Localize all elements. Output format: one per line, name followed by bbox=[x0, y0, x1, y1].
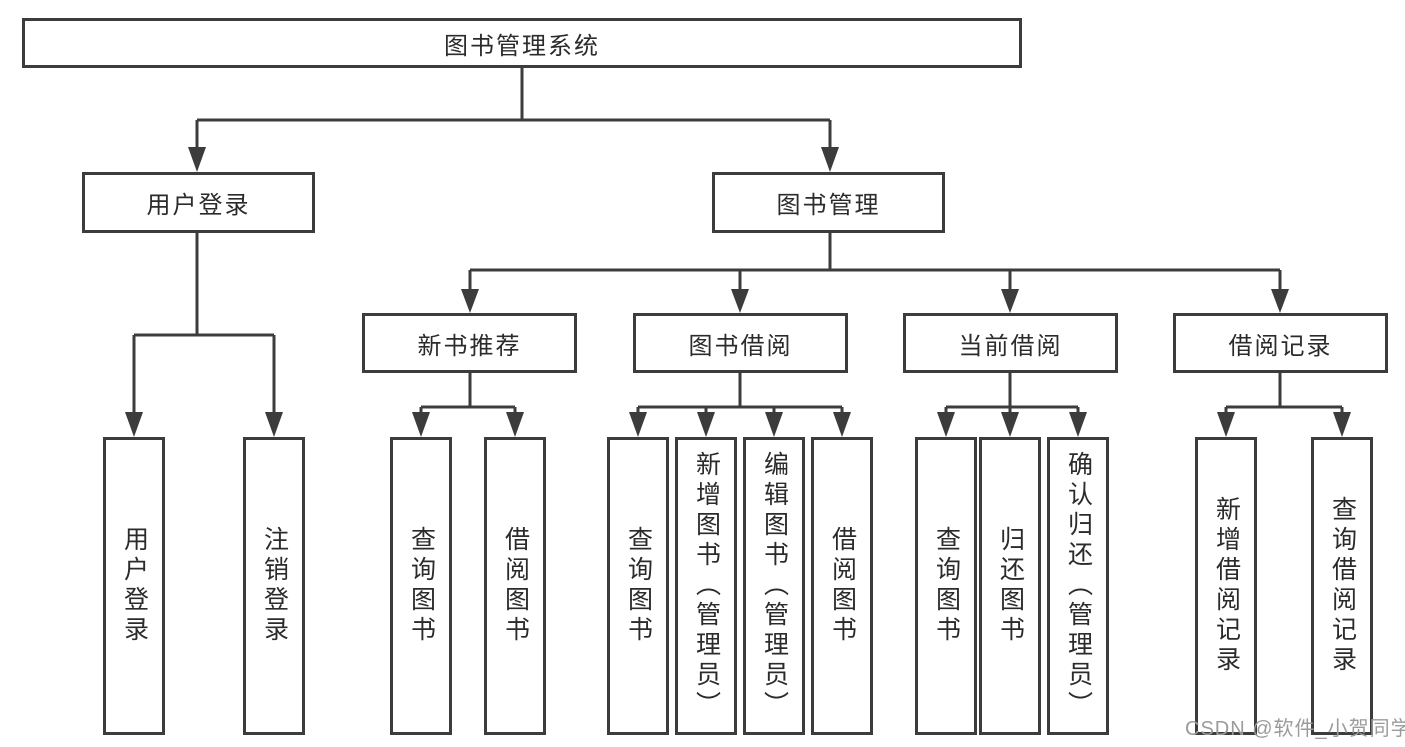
node-label: 图书管理 bbox=[776, 192, 881, 219]
current-borrow-connector bbox=[937, 373, 1087, 437]
leaf-label: 确认归还（管理员） bbox=[1064, 451, 1093, 721]
node-new-book-recommend: 新书推荐 bbox=[362, 313, 577, 373]
node-label: 借阅记录 bbox=[1228, 332, 1333, 360]
node-user-login: 用户登录 bbox=[82, 172, 315, 233]
borrow-record-connector bbox=[1217, 373, 1351, 437]
leaf-label: 查询图书 bbox=[407, 526, 436, 646]
leaf-label: 用户登录 bbox=[120, 526, 149, 646]
node-label: 新书推荐 bbox=[417, 332, 522, 360]
leaf-borrow-book-recommend: 借阅图书 bbox=[484, 437, 546, 735]
user-login-connector bbox=[125, 233, 283, 437]
leaf-label: 查询图书 bbox=[932, 526, 961, 646]
leaf-add-borrow-record: 新增借阅记录 bbox=[1195, 437, 1257, 735]
leaf-label: 新增借阅记录 bbox=[1212, 496, 1241, 676]
node-label: 用户登录 bbox=[146, 192, 251, 219]
leaf-query-book-current: 查询图书 bbox=[915, 437, 977, 735]
leaf-logout-login: 注销登录 bbox=[243, 437, 305, 735]
leaf-borrow-book: 借阅图书 bbox=[811, 437, 873, 735]
node-book-borrow: 图书借阅 bbox=[633, 313, 848, 373]
leaf-confirm-return-admin: 确认归还（管理员） bbox=[1047, 437, 1109, 735]
leaf-query-book-recommend: 查询图书 bbox=[390, 437, 452, 735]
leaf-query-book-borrow: 查询图书 bbox=[607, 437, 669, 735]
node-book-management: 图书管理 bbox=[712, 172, 945, 233]
leaf-label: 借阅图书 bbox=[828, 526, 857, 646]
node-book-management-system: 图书管理系统 bbox=[22, 18, 1022, 68]
node-current-borrow: 当前借阅 bbox=[903, 313, 1118, 373]
csdn-watermark: CSDN @软件_小贺同学 bbox=[1185, 718, 1405, 740]
leaf-edit-book-admin: 编辑图书（管理员） bbox=[743, 437, 805, 735]
leaf-label: 借阅图书 bbox=[501, 526, 530, 646]
leaf-user-login: 用户登录 bbox=[103, 437, 165, 735]
node-label: 图书管理系统 bbox=[444, 32, 600, 60]
node-borrow-record: 借阅记录 bbox=[1173, 313, 1388, 373]
leaf-label: 新增图书（管理员） bbox=[692, 451, 721, 721]
node-label: 图书借阅 bbox=[688, 332, 793, 360]
book-management-connector bbox=[461, 233, 1289, 313]
node-label: 当前借阅 bbox=[958, 332, 1063, 360]
leaf-label: 查询借阅记录 bbox=[1328, 496, 1357, 676]
leaf-return-book: 归还图书 bbox=[979, 437, 1041, 735]
leaf-query-borrow-record: 查询借阅记录 bbox=[1311, 437, 1373, 735]
new-book-recommend-connector bbox=[412, 373, 524, 437]
root-connector bbox=[188, 68, 839, 172]
book-borrow-connector bbox=[629, 373, 851, 437]
leaf-label: 注销登录 bbox=[260, 526, 289, 646]
leaf-add-book-admin: 新增图书（管理员） bbox=[675, 437, 737, 735]
leaf-label: 归还图书 bbox=[996, 526, 1025, 646]
leaf-label: 查询图书 bbox=[624, 526, 653, 646]
leaf-label: 编辑图书（管理员） bbox=[760, 451, 789, 721]
